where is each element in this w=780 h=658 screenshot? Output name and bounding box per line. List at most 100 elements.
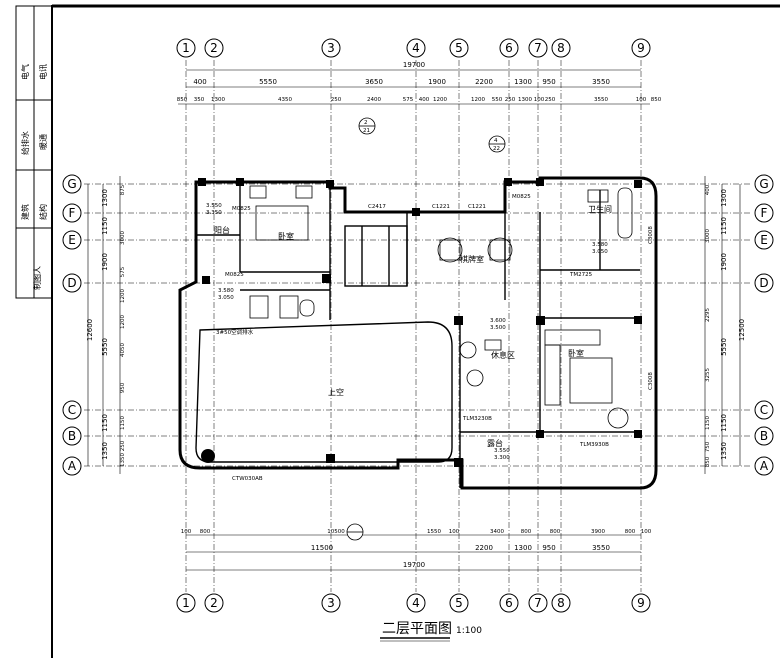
grid-bottom-1: 1 (182, 596, 190, 610)
dim-rd-4: 3255 (705, 368, 711, 382)
dim-rd-3: 2295 (705, 308, 711, 322)
grid-right-G: G (759, 177, 768, 191)
label-m0825c: M0825 (512, 194, 531, 200)
dim-td-15: 250 (545, 97, 556, 103)
grid-left-E: E (68, 233, 76, 247)
grid-top-2: 2 (210, 41, 218, 55)
tb-r4-left: 制图人 (32, 266, 42, 290)
drawing-title: 二层平面图 (382, 621, 452, 637)
dim-bd-7: 800 (521, 529, 532, 535)
dimension-lines (87, 69, 741, 571)
elev-1: 3.550 (206, 203, 222, 209)
dim-right-total: 12500 (738, 319, 746, 341)
dim-td-16: 3550 (594, 97, 608, 103)
elev-3b: 3.050 (592, 249, 608, 255)
dim-left-1: 1300 (101, 189, 109, 207)
dim-ld-4: 1200 (120, 289, 126, 303)
grid-left-D: D (67, 276, 76, 290)
label-m0825a: M0825 (225, 272, 244, 278)
dim-bottom-total: 19700 (403, 561, 425, 569)
dim-top-8: 3550 (592, 78, 610, 86)
dim-td-3: 1300 (211, 97, 225, 103)
grid-bottom-6: 6 (505, 596, 513, 610)
dim-ld-9: 250 (120, 440, 126, 451)
room-void: 上空 (328, 387, 344, 397)
dim-bottom-5: 3550 (592, 544, 610, 552)
dim-left-6: 1350 (101, 442, 109, 460)
dim-top-7: 950 (542, 78, 555, 86)
grid-left-C: C (68, 403, 76, 417)
dim-top-1: 400 (193, 78, 206, 86)
dim-td-1: 850 (177, 97, 188, 103)
grid-right-C: C (760, 403, 768, 417)
dim-td-10: 1200 (471, 97, 485, 103)
dim-right-5: 1150 (720, 414, 728, 432)
dim-bottom-1: 11500 (311, 544, 333, 552)
dim-ld-10: 1350 (120, 453, 126, 467)
elev-2b: 3.050 (218, 295, 234, 301)
dim-bd-10: 800 (625, 529, 636, 535)
room-bathroom: 卫生间 (588, 204, 612, 214)
grid-bubbles-left: G F E D C B A (62, 174, 82, 476)
dim-bd-11: 100 (641, 529, 652, 535)
label-c1221b: C1221 (468, 204, 486, 210)
dim-td-8: 400 (419, 97, 430, 103)
grid-bottom-5: 5 (455, 596, 463, 610)
dim-td-5: 250 (331, 97, 342, 103)
section-4-num: 4 (494, 138, 498, 144)
dim-td-7: 575 (403, 97, 414, 103)
grid-top-6: 6 (505, 41, 513, 55)
dim-rd-7: 850 (705, 456, 711, 467)
label-c2417: C2417 (368, 204, 386, 210)
dim-td-13: 1300 (518, 97, 532, 103)
dim-left-3: 1900 (101, 253, 109, 271)
tb-r1-left: 电气 (20, 64, 30, 80)
dim-right-6: 1350 (720, 442, 728, 460)
title-block: 电气 电讯 给排水 暖通 建筑 结构 制图人 (15, 5, 53, 299)
dim-td-6: 2400 (367, 97, 381, 103)
drawing-scale: 1:100 (456, 626, 482, 636)
section-21-num: 21 (363, 128, 370, 134)
tb-r2-right: 暖通 (38, 134, 48, 150)
grid-top-4: 4 (412, 41, 420, 55)
dim-left-2: 1150 (101, 217, 109, 235)
dim-left-total: 12600 (86, 319, 94, 341)
section-22-num: 22 (493, 146, 500, 152)
grid-bottom-4: 4 (412, 596, 420, 610)
label-tlm3230: TLM3230B (462, 416, 492, 422)
label-ac-drain: 3#50空调排水 (216, 328, 254, 336)
section-2-num: 2 (364, 120, 368, 126)
dim-bottom-3: 1300 (514, 544, 532, 552)
label-m0825b: M0825 (232, 206, 251, 212)
grid-top-8: 8 (557, 41, 565, 55)
dim-rd-6: 750 (705, 441, 711, 452)
dim-td-9: 1200 (433, 97, 447, 103)
grid-bubbles-right: G F E D C B A (754, 174, 774, 476)
room-bedroom2: 卧室 (568, 348, 584, 358)
dim-ld-1: 875 (120, 184, 126, 195)
grid-top-7: 7 (534, 41, 542, 55)
elev-4b: 3.500 (490, 325, 506, 331)
dim-top-6: 1300 (514, 78, 532, 86)
grid-left-G: G (67, 177, 76, 191)
grid-right-B: B (760, 429, 768, 443)
dim-bd-2: 800 (200, 529, 211, 535)
dim-ld-8: 1150 (120, 416, 126, 430)
grid-right-D: D (759, 276, 768, 290)
elev-4: 3.600 (490, 318, 506, 324)
dim-top-3: 3650 (365, 78, 383, 86)
dim-bottom-4: 950 (542, 544, 555, 552)
dim-bd-6: 3400 (490, 529, 504, 535)
dim-td-11: 550 (492, 97, 503, 103)
dim-bd-4: 1550 (427, 529, 441, 535)
dim-rd-2: 3000 (705, 229, 711, 243)
dim-left-4: 5550 (101, 338, 109, 356)
dim-top-5: 2200 (475, 78, 493, 86)
tb-r1-right: 电讯 (38, 64, 48, 80)
grid-left-F: F (69, 206, 76, 220)
dim-left-5: 1150 (101, 414, 109, 432)
grid-top-5: 5 (455, 41, 463, 55)
elev-5: 3.550 (494, 448, 510, 454)
grid-right-A: A (760, 459, 769, 473)
